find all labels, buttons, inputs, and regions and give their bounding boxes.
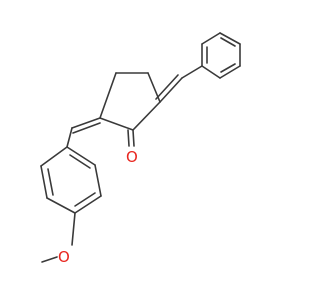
benzylidene-linkage [155,65,203,103]
methoxyphenyl-ring [40,146,102,214]
carbonyl-group: O [126,129,138,166]
phenyl-ring [201,32,241,79]
ether-oxygen-label: O [58,248,70,266]
carbonyl-oxygen-label: O [126,148,138,166]
methoxy-group: O [41,212,76,266]
methoxybenzylidene-linkage [66,117,101,148]
molecule-structure: O O [40,32,241,266]
cyclopentanone-ring [99,72,161,131]
